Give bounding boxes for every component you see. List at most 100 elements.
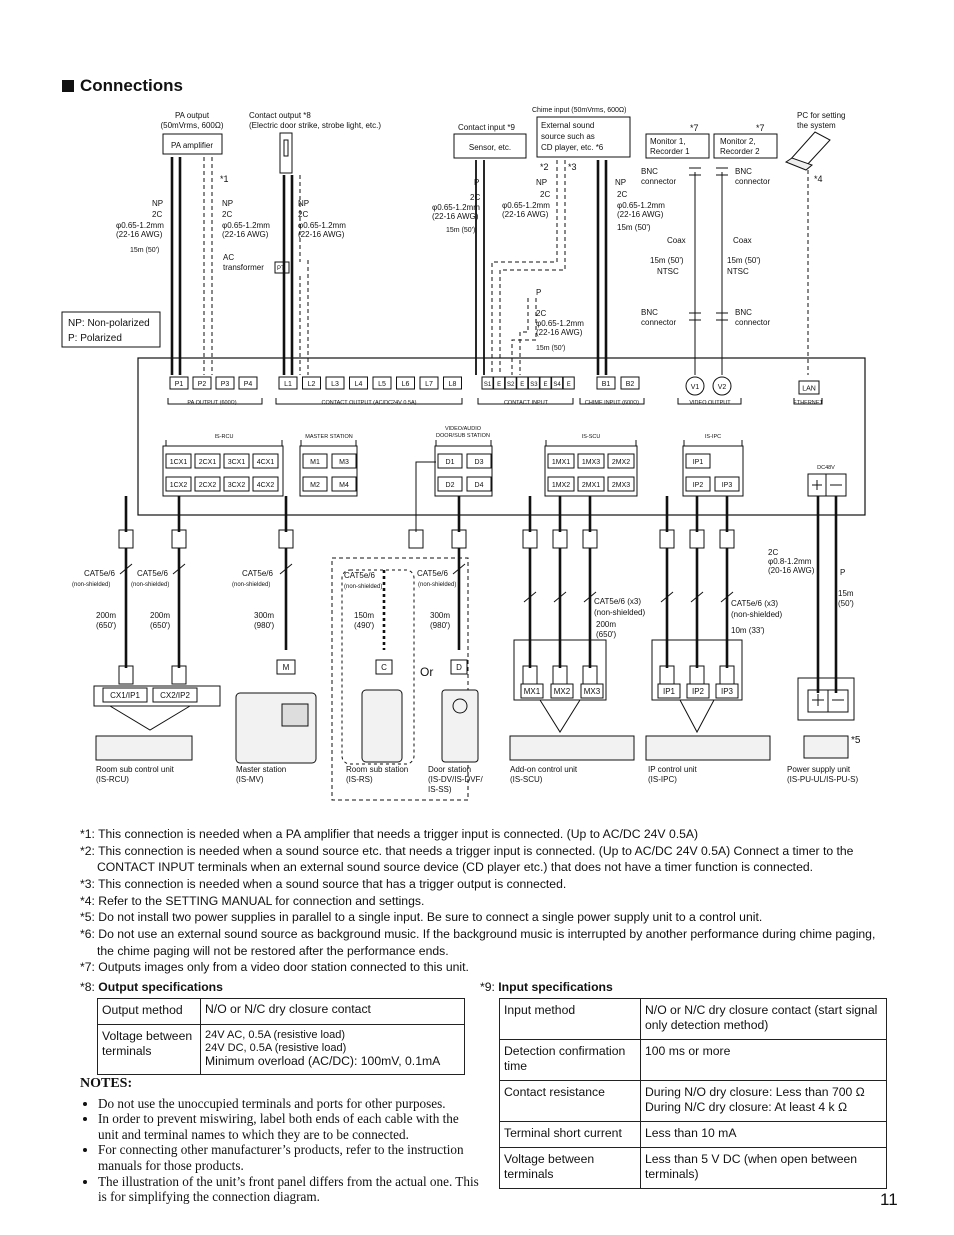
cable-length-label: 200m xyxy=(596,620,616,629)
contact-output-label: Contact output *8 xyxy=(249,111,311,120)
device-caption-door-station: (IS-DV/IS-DVF/ xyxy=(428,775,483,784)
port-2mx2: 2MX2 xyxy=(612,459,630,466)
footnote-mark-7: *7 xyxy=(690,123,699,133)
gauge-label: φ0.65-1.2mm xyxy=(502,201,550,210)
terminal-contact-input: S1 xyxy=(484,382,492,388)
conductor-label: 2C xyxy=(540,190,550,199)
terminal-l5: L5 xyxy=(378,381,386,388)
ntsc-label: NTSC xyxy=(657,267,679,276)
port-1cx1: 1CX1 xyxy=(170,459,188,466)
contact-output-sub-label: (Electric door strike, strobe light, etc… xyxy=(249,121,381,130)
bnc-connector-label: connector xyxy=(735,318,770,327)
cx-port-label-frame xyxy=(102,687,148,703)
port-1mx2-frame xyxy=(547,476,575,492)
terminal-l4-frame xyxy=(349,376,368,390)
cable-length-label: (490') xyxy=(354,621,375,630)
polarity-legend: NP: Non-polarized xyxy=(68,318,150,329)
gauge-label: φ0.65-1.2mm xyxy=(617,201,665,210)
terminal-l2-frame xyxy=(302,376,321,390)
plug-c: C xyxy=(381,663,387,672)
cable-shield-label: (non-shielded) xyxy=(344,584,382,590)
terminal-contact-input: E xyxy=(543,382,547,388)
terminal-l4: L4 xyxy=(355,381,363,388)
plug-m: M xyxy=(283,663,290,672)
cx-port-label-frame xyxy=(152,687,198,703)
cable-length-label: (650') xyxy=(96,621,117,630)
polarity-label: NP xyxy=(152,199,163,208)
terminal-p4: P4 xyxy=(244,381,253,388)
spec-label: Detection confirmation time xyxy=(499,1039,641,1081)
mx-port-label-frame xyxy=(520,683,544,699)
terminal-contact-input-frame xyxy=(516,376,529,390)
port-d4: D4 xyxy=(475,482,484,489)
monitor-2-label: Monitor 2, xyxy=(720,137,756,146)
terminal-l5-frame xyxy=(372,376,392,390)
port-1mx2: 1MX2 xyxy=(552,482,570,489)
terminal-l7: L7 xyxy=(425,381,433,388)
polarity-label: P xyxy=(536,288,541,297)
awg-label: (22-16 AWG) xyxy=(116,230,163,239)
port-d1-frame xyxy=(437,453,463,469)
group-label-contact-output: CONTACT OUTPUT (AC/DC24V 0.5A) xyxy=(321,400,416,406)
port-d4-frame xyxy=(466,476,492,492)
spec-value: 24V AC, 0.5A (resistive load)24V DC, 0.5… xyxy=(200,1024,465,1075)
gauge-label: φ0.65-1.2mm xyxy=(298,221,346,230)
port-2cx1: 2CX1 xyxy=(199,459,217,466)
device-caption-room-sub-station: Room sub station xyxy=(346,765,408,774)
conductor-label: 2C xyxy=(298,210,308,219)
cable-length-label: 15m xyxy=(838,589,854,598)
output-spec-heading: *8: Output specifications xyxy=(80,980,223,994)
device-caption-ipc: (IS-IPC) xyxy=(648,775,677,784)
ip-port-label-frame xyxy=(657,683,681,699)
terminal-contact-input-frame xyxy=(481,376,494,390)
gauge-label: φ0.65-1.2mm xyxy=(432,203,480,212)
pt-label: PT xyxy=(277,266,285,272)
bnc-connector-label: connector xyxy=(735,177,770,186)
port-1cx2-frame xyxy=(165,476,192,492)
awg-label: (22-16 AWG) xyxy=(432,212,479,221)
bnc-connector-label: BNC xyxy=(641,167,658,176)
ac-transformer-label: transformer xyxy=(223,263,264,272)
cable-length-label: (980') xyxy=(430,621,451,630)
ac-transformer-label: AC xyxy=(223,253,234,262)
cx-port-label: CX2/IP2 xyxy=(160,691,190,700)
plug-m-frame xyxy=(276,659,296,675)
cable-type-label: CAT5e/6 xyxy=(417,569,449,578)
device-caption-scu: (IS-SCU) xyxy=(510,775,543,784)
cable-shield-label: (non-shielded) xyxy=(418,582,456,588)
terminal-l6-frame xyxy=(396,376,415,390)
port-ip2-frame xyxy=(685,476,711,492)
device-caption-power-supply: (IS-PU-UL/IS-PU-S) xyxy=(787,775,858,784)
port-2mx1-frame xyxy=(577,476,605,492)
cable-length-label: 150m xyxy=(354,611,374,620)
port-d1: D1 xyxy=(446,459,455,466)
ip-port-label-frame xyxy=(715,683,739,699)
awg-label: (22-16 AWG) xyxy=(617,210,664,219)
spec-value: N/O or N/C dry closure contact (start si… xyxy=(640,998,887,1040)
mx-port-label: MX3 xyxy=(584,687,601,696)
power-cable-spec: 2C xyxy=(768,548,778,557)
cable-type-label: CAT5e/6 xyxy=(84,569,116,578)
footnote-1: *1: This connection is needed when a PA … xyxy=(80,827,699,841)
input-spec-heading: *9: Input specifications xyxy=(480,980,613,994)
spec-value: 100 ms or more xyxy=(640,1039,887,1081)
footnote-6: *6: Do not use an external sound source … xyxy=(80,927,876,958)
awg-label: (22-16 AWG) xyxy=(222,230,269,239)
port-d3-frame xyxy=(466,453,492,469)
contact-input-label: Contact input *9 xyxy=(458,123,515,132)
port-d2-frame xyxy=(437,476,463,492)
port-m4-frame xyxy=(331,476,357,492)
mx-port-label: MX2 xyxy=(554,687,571,696)
spec-label: Voltage between terminals xyxy=(97,1024,201,1075)
cable-type-label: CAT5e/6 (x3) xyxy=(594,597,641,606)
footnote-mark-1: *1 xyxy=(220,174,229,184)
power-cable-spec: (20-16 AWG) xyxy=(768,566,815,575)
bnc-connector-label: BNC xyxy=(735,308,752,317)
footnote-7: *7: Outputs images only from a video doo… xyxy=(80,960,469,975)
or-label: Or xyxy=(420,665,433,679)
cable-shield-label: (non-shielded) xyxy=(594,608,645,617)
cable-length-label: 15m (50') xyxy=(617,223,651,232)
